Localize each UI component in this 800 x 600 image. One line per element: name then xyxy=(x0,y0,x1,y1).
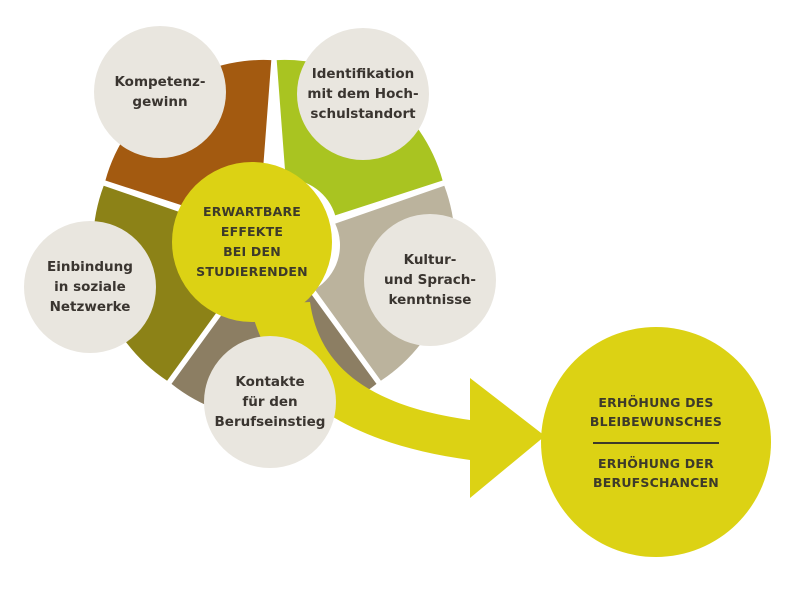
effect-line: gewinn xyxy=(132,94,188,110)
result-line-2: BLEIBEWUNSCHES xyxy=(589,413,723,429)
result-label: ERHÖHUNG DES BLEIBEWUNSCHES ERHÖHUNG DER… xyxy=(566,382,746,502)
bubble-einbindung xyxy=(24,221,156,353)
effect-kompetenzgewinn-label: Kompetenz- gewinn xyxy=(100,52,220,132)
effect-line: Kontakte xyxy=(235,374,305,390)
center-label: ERWARTBARE EFFEKTE BEI DEN STUDIERENDEN xyxy=(172,176,332,308)
effect-line: Einbindung xyxy=(47,259,133,275)
center-line-4: STUDIERENDEN xyxy=(196,264,308,279)
effect-line: und Sprach- xyxy=(384,272,476,288)
center-line-1: ERWARTBARE xyxy=(202,204,302,219)
effect-kultur-label: Kultur- und Sprach- kenntnisse xyxy=(370,240,490,320)
effect-line: für den xyxy=(242,394,298,410)
result-arrow xyxy=(250,302,545,498)
effect-line: mit dem Hoch- xyxy=(307,86,419,102)
effect-line: Kompetenz- xyxy=(114,74,206,90)
effect-line: Kultur- xyxy=(403,252,457,268)
effect-line: Netzwerke xyxy=(49,299,131,315)
effect-line: schulstandort xyxy=(310,106,416,122)
effect-einbindung-label: Einbindung in soziale Netzwerke xyxy=(30,247,150,327)
effect-identifikation-label: Identifikation mit dem Hoch- schulstando… xyxy=(298,54,428,134)
bubble-identifikation xyxy=(297,28,429,160)
effect-kontakte-label: Kontakte für den Berufseinstieg xyxy=(205,362,335,442)
bubble-kontakte xyxy=(204,336,336,468)
center-circle xyxy=(172,162,332,322)
center-line-3: BEI DEN xyxy=(223,244,281,259)
effect-line: in soziale xyxy=(54,279,126,295)
effect-line: Identifikation xyxy=(311,66,415,82)
bubble-kompetenzgewinn xyxy=(94,26,226,158)
result-divider xyxy=(593,441,719,444)
center-line-2: EFFEKTE xyxy=(220,224,284,239)
bubble-kultur xyxy=(364,214,496,346)
result-line-4: BERUFSCHANCEN xyxy=(593,474,719,490)
effect-line: kenntnisse xyxy=(388,292,472,308)
result-line-1: ERHÖHUNG DES xyxy=(598,394,714,410)
effect-line: Berufseinstieg xyxy=(214,414,326,430)
result-line-3: ERHÖHUNG DER xyxy=(598,455,714,471)
